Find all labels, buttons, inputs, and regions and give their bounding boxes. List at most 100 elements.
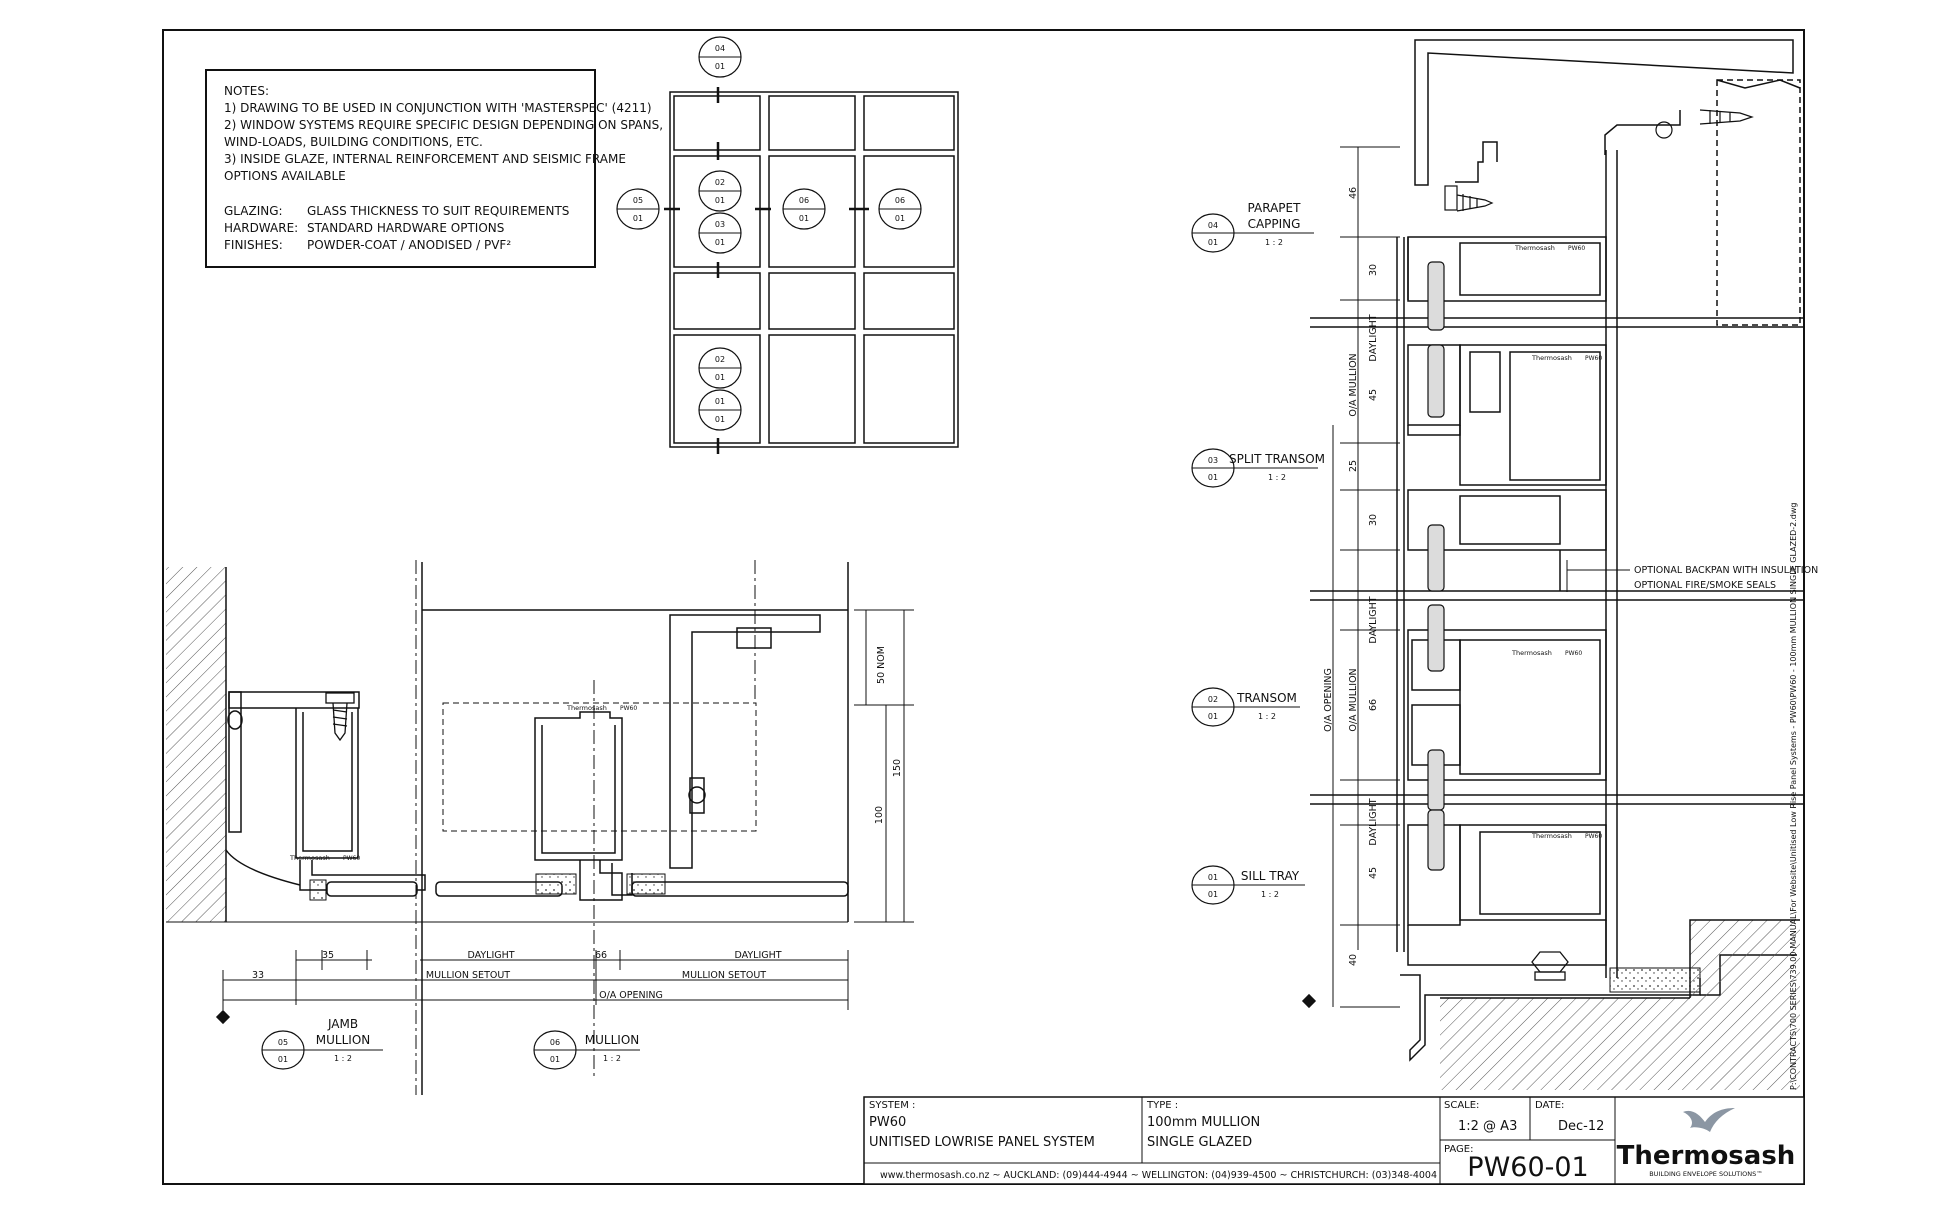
note-line: 3) INSIDE GLAZE, INTERNAL REINFORCEMENT …	[224, 152, 626, 166]
marker-number: 02	[1208, 695, 1218, 704]
system-line2: UNITISED LOWRISE PANEL SYSTEM	[869, 1135, 1095, 1150]
level-marker	[215, 1009, 231, 1025]
marker-number: 05	[278, 1038, 288, 1047]
logo-name: Thermosash	[1617, 1141, 1796, 1171]
marker-sheet: 01	[715, 196, 725, 205]
dim-46: 46	[1348, 187, 1359, 199]
plan-detail: Thermosash PW60 Thermosash PW60 50 NOM 1…	[166, 560, 914, 1095]
spec-value: STANDARD HARDWARE OPTIONS	[307, 221, 504, 235]
profile-brand: Thermosash	[566, 704, 607, 712]
dim-100: 100	[874, 806, 885, 824]
section-title: SPLIT TRANSOM	[1229, 452, 1325, 466]
section-marker: 01 01	[698, 389, 742, 431]
system-label: SYSTEM :	[869, 1100, 915, 1111]
section-marker: 03 01	[698, 212, 742, 254]
section-title: SILL TRAY	[1241, 869, 1300, 883]
section-marker: 02 01	[698, 170, 742, 212]
elevation-markers: 04 01 02 01 03 01 05 01 06 01	[616, 36, 922, 431]
dim-oa-mullion: O/A MULLION	[1348, 668, 1359, 731]
dim-45: 45	[1368, 389, 1379, 401]
detail-title-jamb-mullion: 05 01 JAMB MULLION 1 : 2	[261, 1017, 383, 1070]
dim-40: 40	[1348, 954, 1359, 966]
profile-code: PW60	[1568, 245, 1585, 252]
profile-brand: Thermosash	[1511, 649, 1552, 657]
note-line: 1) DRAWING TO BE USED IN CONJUNCTION WIT…	[224, 101, 652, 115]
dim-45: 45	[1368, 867, 1379, 879]
notes-heading: NOTES:	[224, 84, 269, 98]
dim-oa-mullion: O/A MULLION	[1348, 353, 1359, 416]
section-scale: 1 : 2	[1268, 473, 1286, 482]
screw-icon	[1655, 109, 1754, 139]
footer-contacts: www.thermosash.co.nz ~ AUCKLAND: (09)444…	[880, 1170, 1437, 1181]
screw-icon	[325, 692, 355, 742]
mullion-profile	[534, 614, 821, 901]
glass-pane-left	[326, 881, 418, 897]
detail-title: MULLION	[316, 1033, 370, 1047]
marker-sheet: 01	[278, 1055, 288, 1064]
marker-number: 03	[1208, 456, 1218, 465]
dim-66: 66	[595, 950, 607, 961]
screw-icon	[1444, 185, 1494, 212]
vertical-section: Thermosash PW60 Thermosash PW60 Thermosa…	[1191, 39, 1818, 1090]
level-marker	[1301, 993, 1317, 1009]
marker-sheet: 01	[715, 415, 725, 424]
nut-icon	[1531, 951, 1569, 981]
dim-25: 25	[1348, 460, 1359, 472]
marker-number: 05	[633, 196, 643, 205]
marker-number: 03	[715, 220, 725, 229]
profile-code: PW60	[343, 855, 360, 862]
glass-pane	[1427, 261, 1445, 331]
profile-code: PW60	[1565, 650, 1582, 657]
logo-tagline: BUILDING ENVELOPE SOLUTIONS™	[1649, 1170, 1763, 1178]
marker-number: 06	[799, 196, 809, 205]
elevation-grid	[664, 87, 959, 454]
marker-number: 02	[715, 178, 725, 187]
marker-number: 06	[550, 1038, 560, 1047]
marker-sheet: 01	[633, 214, 643, 223]
date-value: Dec-12	[1558, 1119, 1604, 1134]
slab-hatch	[1440, 998, 1800, 1090]
dim-mullion-setout-right: MULLION SETOUT	[682, 970, 766, 981]
detail-scale: 1 : 2	[334, 1054, 352, 1063]
detail-scale: 1 : 2	[603, 1054, 621, 1063]
section-scale: 1 : 2	[1258, 712, 1276, 721]
page-label: PAGE:	[1444, 1144, 1474, 1155]
page-value: PW60-01	[1467, 1152, 1588, 1183]
type-line2: SINGLE GLAZED	[1147, 1135, 1252, 1150]
thermosash-logo: Thermosash BUILDING ENVELOPE SOLUTIONS™	[1617, 1108, 1796, 1178]
section-title: CAPPING	[1248, 217, 1301, 231]
section-title-split-transom: 03 01 SPLIT TRANSOM 1 : 2	[1191, 448, 1325, 488]
profile-brand: Thermosash	[289, 854, 330, 862]
section-title-transom: 02 01 TRANSOM 1 : 2	[1191, 687, 1300, 727]
marker-sheet: 01	[1208, 712, 1218, 721]
profile-brand: Thermosash	[1514, 244, 1555, 252]
marker-sheet: 01	[550, 1055, 560, 1064]
detail-title: JAMB	[327, 1017, 358, 1031]
note-line: OPTIONS AVAILABLE	[224, 169, 346, 183]
dim-66: 66	[1368, 699, 1379, 711]
section-scale: 1 : 2	[1265, 238, 1283, 247]
dim-oa-opening: O/A OPENING	[599, 990, 663, 1001]
dim-daylight: DAYLIGHT	[1368, 314, 1379, 361]
notes-box: NOTES: 1) DRAWING TO BE USED IN CONJUNCT…	[205, 69, 663, 268]
jamb-profile	[225, 691, 426, 891]
scale-value: 1:2 @ A3	[1458, 1119, 1517, 1134]
section-title-parapet: 04 01 PARAPET CAPPING 1 : 2	[1191, 201, 1314, 253]
dim-mullion-setout-left: MULLION SETOUT	[426, 970, 510, 981]
section-scale: 1 : 2	[1261, 890, 1279, 899]
section-marker: 02 01	[698, 347, 742, 389]
marker-number: 04	[715, 44, 725, 53]
section-marker: 04 01	[698, 36, 742, 78]
profile-brand: Thermosash	[1531, 832, 1572, 840]
system-line1: PW60	[869, 1115, 906, 1130]
marker-number: 02	[715, 355, 725, 364]
date-label: DATE:	[1535, 1100, 1564, 1111]
dim-30: 30	[1368, 514, 1379, 526]
profile-code: PW60	[620, 705, 637, 712]
marker-sheet: 01	[715, 62, 725, 71]
file-path: P:\CONTRACTS\700 SERIES\739.00-MANUAL\Fo…	[1789, 503, 1798, 1091]
dim-33: 33	[252, 970, 264, 981]
profile-code: PW60	[1585, 833, 1602, 840]
spec-key: HARDWARE:	[224, 221, 298, 235]
